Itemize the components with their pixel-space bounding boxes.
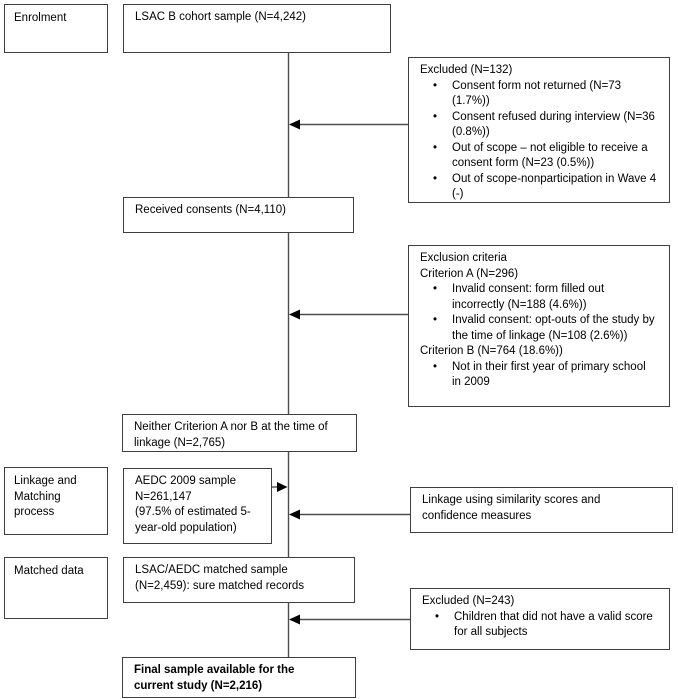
list-item: Children that did not have a valid score… — [422, 610, 657, 641]
list-item: Consent form not returned (N=73 (1.7%)) — [420, 79, 657, 110]
list-item: Out of scope-nonparticipation in Wave 4 … — [420, 172, 657, 203]
box-final-sample-line: current study (N=2,216) — [134, 679, 263, 692]
criterion-b-list: Not in their first year of primary schoo… — [420, 360, 657, 391]
box-aedc-sample-line: year-old population) — [135, 521, 237, 534]
box-exclusion-criteria-title: Exclusion criteria — [420, 252, 507, 264]
box-exclusion-criteria: Exclusion criteria Criterion A (N=296) I… — [408, 245, 670, 407]
criterion-b-heading: Criterion B (N=764 (18.6%)) — [420, 345, 563, 357]
box-aedc-sample-line: AEDC 2009 sample — [135, 475, 236, 487]
stage-label-enrolment: Enrolment — [4, 4, 108, 53]
box-linkage-method: Linkage using similarity scores and conf… — [410, 487, 673, 533]
box-matched-sample-line: (N=2,459): sure matched records — [135, 579, 305, 592]
list-item: Not in their first year of primary schoo… — [420, 360, 657, 391]
box-neither-criterion-line: Neither Criterion A nor B at the time of — [134, 421, 328, 433]
arrowhead-exclusion-criteria — [289, 309, 300, 320]
box-final-sample: Final sample available for the current s… — [122, 657, 356, 698]
box-aedc-sample-line: (97.5% of estimated 5- — [135, 506, 251, 518]
list-item: Out of scope – not eligible to receive a… — [420, 141, 657, 172]
box-excluded-132-list: Consent form not returned (N=73 (1.7%)) … — [420, 79, 657, 203]
stage-label-linkage-line: Matching — [14, 490, 61, 503]
stage-label-matched-data: Matched data — [4, 557, 108, 619]
criterion-a-heading: Criterion A (N=296) — [420, 267, 519, 280]
box-lsac-cohort: LSAC B cohort sample (N=4,242) — [123, 4, 391, 53]
box-excluded-132-title: Excluded (N=132) — [420, 64, 513, 76]
box-linkage-method-line: Linkage using similarity scores and — [422, 494, 601, 506]
arrowhead-excluded-132 — [289, 119, 300, 130]
box-neither-criterion-line: linkage (N=2,765) — [134, 436, 226, 449]
box-aedc-sample: AEDC 2009 sample N=261,147 (97.5% of est… — [123, 468, 272, 544]
arrowhead-linkage-method — [289, 509, 300, 520]
stage-label-matched-data-text: Matched data — [14, 565, 84, 577]
box-matched-sample-line: LSAC/AEDC matched sample — [135, 564, 288, 576]
box-excluded-243-title: Excluded (N=243) — [422, 595, 515, 607]
criterion-a-list: Invalid consent: form filled out incorre… — [420, 282, 657, 344]
box-lsac-cohort-text: LSAC B cohort sample (N=4,242) — [135, 11, 306, 23]
list-item: Invalid consent: opt-outs of the study b… — [420, 313, 657, 344]
list-item: Invalid consent: form filled out incorre… — [420, 282, 657, 313]
arrowhead-aedc-to-flow — [277, 482, 288, 492]
list-item: Consent refused during interview (N=36 (… — [420, 110, 657, 141]
stage-label-linkage-line: process — [14, 506, 55, 518]
stage-label-linkage-line: Linkage and — [14, 475, 77, 487]
box-received-consents-text: Received consents (N=4,110) — [135, 204, 286, 216]
box-matched-sample: LSAC/AEDC matched sample (N=2,459): sure… — [123, 557, 355, 603]
box-excluded-243: Excluded (N=243) Children that did not h… — [410, 588, 670, 650]
box-received-consents: Received consents (N=4,110) — [123, 197, 354, 233]
arrowhead-excluded-243 — [289, 614, 300, 625]
box-aedc-sample-line: N=261,147 — [135, 490, 192, 503]
stage-label-linkage: Linkage and Matching process — [4, 467, 108, 535]
box-linkage-method-line: confidence measures — [422, 509, 532, 522]
box-neither-criterion: Neither Criterion A nor B at the time of… — [122, 414, 357, 452]
box-excluded-132: Excluded (N=132) Consent form not return… — [408, 57, 670, 203]
box-final-sample-line: Final sample available for the — [134, 664, 295, 676]
stage-label-enrolment-text: Enrolment — [14, 12, 67, 24]
box-excluded-243-list: Children that did not have a valid score… — [422, 610, 657, 641]
